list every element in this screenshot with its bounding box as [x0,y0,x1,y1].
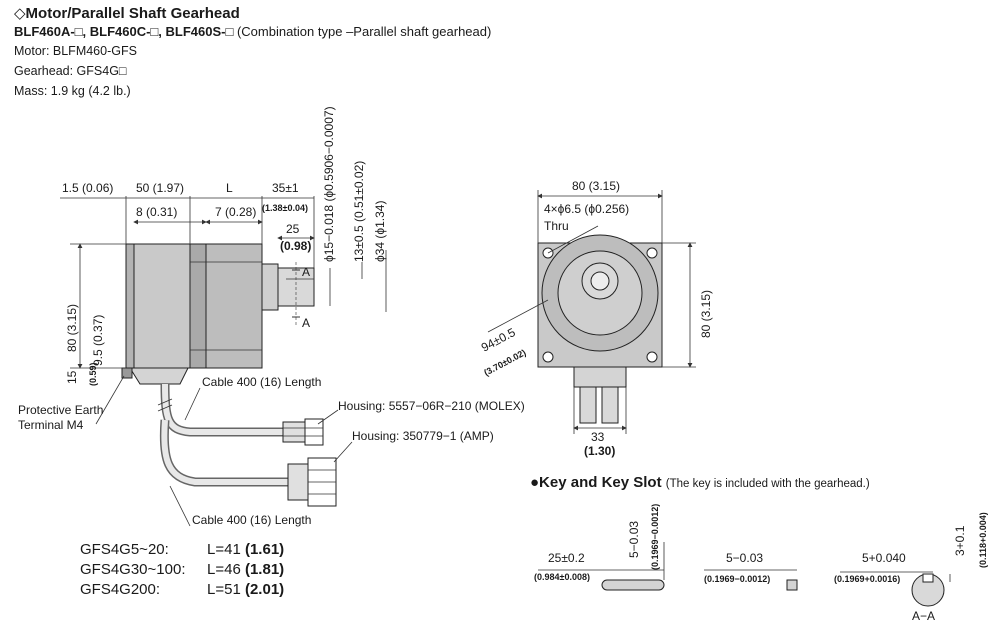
motor-flange [125,243,135,369]
slot-width: 5+0.040 [862,551,906,565]
slot-depth: 3+0.1 [953,525,967,556]
ratio-model: GFS4G30~100: [80,561,186,578]
housing-molex-label: Housing: 5557−06R−210 (MOLEX) [338,399,525,413]
key-length: 25±0.2 [548,551,585,565]
ratio-l-mm: L=51 [207,581,241,598]
motor-spec: Motor: BLFM460-GFS [14,44,137,58]
cable-exit [129,367,189,385]
key-width: 5−0.03 [726,551,763,565]
dim-phi15: ϕ15−0.018 (ϕ0.5906−0.0007) [322,106,336,262]
slot-width-in: (0.1969+0.0016) [834,574,900,584]
combination-note: (Combination type –Parallel shaft gearhe… [236,24,492,39]
ratio-model: GFS4G200: [80,581,161,598]
gearhead-flange [189,243,207,369]
dim-L: L [226,181,233,195]
dim-9-5: 9.5 (0.37) [91,315,105,366]
table-row: GFS4G200: L=51 (2.01) [80,580,284,600]
earth-terminal [121,367,133,379]
front-view [537,234,663,424]
holes-spec: 4×ϕ6.5 (ϕ0.256) [544,202,629,216]
key-end [786,579,798,591]
shaft-end [590,271,610,291]
cable-top-label: Cable 400 (16) Length [202,375,321,389]
molex-connector [282,418,324,446]
section-a-bottom: A [302,316,310,330]
mount-hole-bl [542,351,554,363]
dim-35: 35±1 [272,181,299,195]
cable-bottom-label: Cable 400 (16) Length [192,513,311,527]
table-row: GFS4G30~100: L=46 (1.81) [80,560,284,580]
key-height: 5−0.03 [627,521,641,558]
model-names: BLF460A-□, BLF460C-□, BLF460S-□ [14,24,234,39]
protective-earth-label: Protective Earth [18,403,103,417]
dim-35-in: (1.38±0.04) [262,203,308,213]
side-dimensions [60,196,387,527]
page-title: ◇Motor/Parallel Shaft Gearhead [14,5,240,22]
mount-hole-tr [646,247,658,259]
key-slot [922,573,934,583]
amp-connector [287,457,337,507]
key-width-in: (0.1969−0.0012) [704,574,770,584]
mount-hole-br [646,351,658,363]
mass-spec: Mass: 1.9 kg (4.2 lb.) [14,84,131,98]
thru-label: Thru [544,219,569,233]
table-row: GFS4G5~20: L=41 (1.61) [80,540,284,560]
terminal-label: Terminal M4 [18,418,84,432]
dim-8: 8 (0.31) [136,205,177,219]
cables [157,383,290,487]
slot-depth-in: (0.118+0.004) [978,512,988,568]
key-heading-text: ●Key and Key Slot [530,474,662,491]
ratio-table: GFS4G5~20: L=41 (1.61) GFS4G30~100: L=46… [80,540,284,600]
section-aa-label: A−A [912,609,935,623]
dim-25-in: (0.98) [280,239,311,253]
front-dimensions [487,190,696,434]
key-section-heading: ●Key and Key Slot (The key is included w… [530,474,870,491]
ratio-l-mm: L=41 [207,541,241,558]
model-line: BLF460A-□, BLF460C-□, BLF460S-□ (Combina… [14,24,491,39]
dim-25: 25 [286,222,300,236]
key-length-in: (0.984±0.008) [534,572,590,582]
front-cable-exit [573,366,627,388]
ratio-model: GFS4G5~20: [80,541,169,558]
dim-13: 13±0.5 (0.51±0.02) [352,161,366,262]
ratio-l-mm: L=46 [207,561,241,578]
key-drawings [538,542,951,607]
dim-15: 15 [65,370,79,384]
key-height-in: (0.1969−0.0012) [650,504,660,570]
front-dim-80-right: 80 (3.15) [699,290,713,338]
front-dim-80: 80 (3.15) [572,179,620,193]
section-a-top: A [302,265,310,279]
dim-15-in: (0.59) [88,362,98,386]
housing-amp-label: Housing: 350779−1 (AMP) [352,429,494,443]
dim-1-5: 1.5 (0.06) [62,181,113,195]
dim-7: 7 (0.28) [215,205,256,219]
gearhead-spec: Gearhead: GFS4G□ [14,64,127,78]
ratio-l-in: (1.81) [244,561,285,578]
ratio-l-in: (2.01) [244,581,285,598]
side-view [121,243,315,385]
ratio-l-in: (1.61) [244,541,285,558]
dim-50: 50 (1.97) [136,181,184,195]
dim-94: 94±0.5 [479,325,518,355]
dim-33-in: (1.30) [584,444,615,458]
dim-phi34: ϕ34 (ϕ1.34) [373,201,387,262]
motor-body [125,243,191,369]
shaft-boss [261,263,279,311]
key-note: (The key is included with the gearhead.) [665,478,870,490]
key-side [601,579,665,591]
dim-33: 33 [591,430,605,444]
dim-80: 80 (3.15) [65,304,79,352]
